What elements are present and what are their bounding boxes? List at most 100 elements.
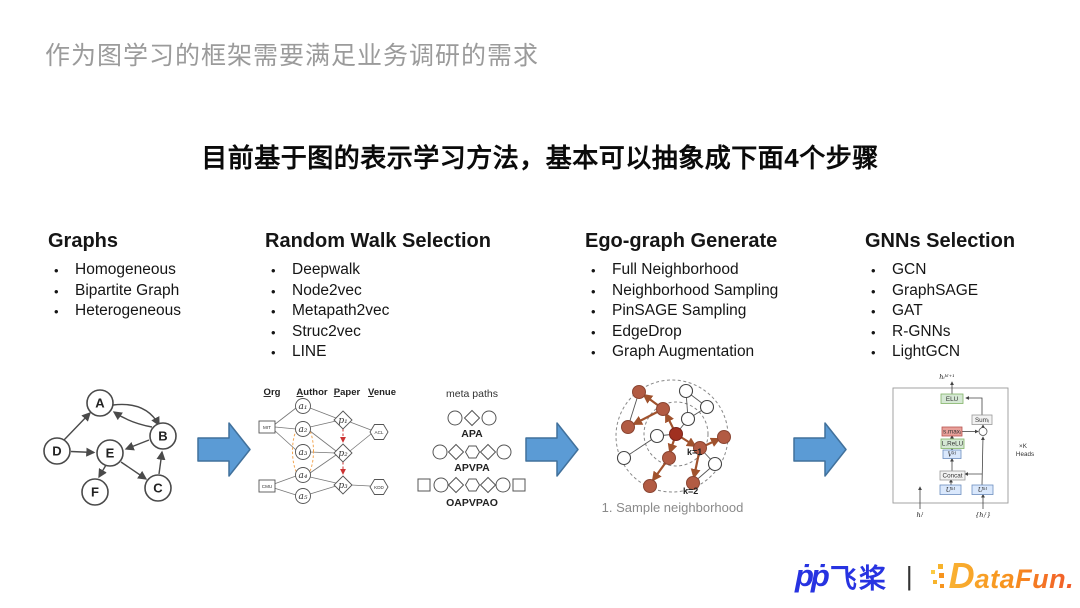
column-header: Random Walk Selection <box>265 230 491 252</box>
list-item: Metapath2vec <box>265 301 491 322</box>
meta-path-label: APA <box>461 428 483 440</box>
svg-text:Paper: Paper <box>334 387 361 398</box>
meta-paths-title: meta paths <box>446 388 498 400</box>
list-item: PinSAGE Sampling <box>585 301 778 322</box>
metapath-diagram: Org Author Paper Venue MIT CMU <box>258 387 396 504</box>
svg-text:Uᵏˡ: Uᵏˡ <box>978 486 988 494</box>
graph-node-label: D <box>52 444 61 459</box>
svg-text:p₃: p₃ <box>338 481 348 491</box>
meta-path-label: OAPVPAO <box>446 497 498 509</box>
bullet-list: GCN GraphSAGE GAT R-GNNs LightGCN <box>865 260 1015 363</box>
flow-arrow-icon <box>793 422 847 477</box>
svg-text:a₅: a₅ <box>299 492 308 502</box>
column-graphs: Graphs Homogeneous Bipartite Graph Heter… <box>48 230 181 322</box>
graph-node-label: E <box>106 446 115 461</box>
svg-text:Heads: Heads <box>1016 451 1034 458</box>
ego-nodes <box>616 383 731 493</box>
list-item: Graph Augmentation <box>585 342 778 363</box>
list-item: Homogeneous <box>48 260 181 281</box>
graph-node-label: C <box>153 481 163 496</box>
svg-text:ACL: ACL <box>375 430 384 435</box>
svg-text:Org: Org <box>264 387 281 398</box>
list-item: LINE <box>265 342 491 363</box>
svg-text:Concat: Concat <box>943 473 963 480</box>
svg-text:MIT: MIT <box>263 425 271 430</box>
metapath-edges <box>273 407 372 496</box>
ego-k1-label: k=1 <box>687 447 702 457</box>
list-item: Bipartite Graph <box>48 281 181 301</box>
svg-text:a₂: a₂ <box>299 425 308 435</box>
gnn-outer-box <box>892 387 1009 504</box>
graph-node-label: B <box>158 429 167 444</box>
paddlepaddle-logo-text: 飞桨 <box>829 563 888 594</box>
logo-separator: | <box>905 560 913 591</box>
metapath-column-headers: Org Author Paper Venue <box>264 387 396 398</box>
column-header: GNNs Selection <box>865 230 1016 252</box>
gnn-heads-label: ×K <box>1019 443 1028 450</box>
list-item: EdgeDrop <box>585 322 778 342</box>
svg-text:Venue: Venue <box>368 387 396 398</box>
list-item: Full Neighborhood <box>585 260 778 281</box>
list-item: R-GNNs <box>865 322 1015 342</box>
graph-nodes: A B C D E F <box>43 389 177 506</box>
svg-text:p₂: p₂ <box>338 449 348 459</box>
slide-title: 作为图学习的框架需要满足业务调研的需求 <box>45 42 540 70</box>
datafun-logo-text: DataFun. <box>948 555 1075 596</box>
svg-text:s.maxⱼ: s.maxⱼ <box>943 429 961 436</box>
gnn-architecture-diagram: hᵢᵏˡ⁺¹ ELU Sumⱼ s.maxⱼ L.ReLU Vᵏˡ Concat… <box>892 373 1034 519</box>
bullet-list: Deepwalk Node2vec Metapath2vec Struc2vec… <box>265 260 491 363</box>
list-item: Deepwalk <box>265 260 491 281</box>
list-item: LightGCN <box>865 342 1015 363</box>
svg-text:a₃: a₃ <box>299 448 308 458</box>
ego-caption: 1. Sample neighborhood <box>601 500 744 515</box>
svg-text:p₁: p₁ <box>338 416 347 426</box>
paddlepaddle-logo-icon: ṗṗ <box>795 558 830 593</box>
svg-text:a₁: a₁ <box>299 402 308 412</box>
flow-arrow-icon <box>525 422 579 477</box>
footer-logos: ṗṗ 飞桨 | DataFun. <box>795 551 1074 601</box>
gnn-input-right: {hⱼˡ} <box>975 511 991 519</box>
svg-text:Author: Author <box>296 387 327 398</box>
meta-paths-panel: meta paths APA APVPA OAPVPAO <box>417 388 526 509</box>
metapath-venue-nodes: ACL KDD <box>369 424 389 495</box>
svg-text:a₄: a₄ <box>299 471 308 481</box>
datafun-dots-icon <box>929 560 948 592</box>
bullet-list: Homogeneous Bipartite Graph Heterogeneou… <box>48 260 181 322</box>
ego-graph-diagram: k=1 k=2 <box>615 379 731 496</box>
gnn-input-left: hᵢˡ <box>916 511 923 519</box>
list-item: GraphSAGE <box>865 281 1015 301</box>
column-gnns: GNNs Selection GCN GraphSAGE GAT R-GNNs … <box>865 230 1015 363</box>
metapath-paper-nodes: p₁ p₂ p₃ <box>333 410 353 495</box>
metapath-author-nodes: a₁ a₂ a₃ a₄ a₅ <box>295 398 311 504</box>
svg-text:KDD: KDD <box>374 485 384 490</box>
gnn-output-label: hᵢᵏˡ⁺¹ <box>939 373 954 381</box>
ego-k1-circle <box>643 401 709 467</box>
gnn-blocks <box>939 393 994 495</box>
gnn-block-labels: hᵢᵏˡ⁺¹ ELU Sumⱼ s.maxⱼ L.ReLU Vᵏˡ Concat… <box>916 373 1034 519</box>
column-random-walk: Random Walk Selection Deepwalk Node2vec … <box>265 230 491 363</box>
list-item: Node2vec <box>265 281 491 301</box>
graph-diagram: A B C D E F <box>43 389 177 506</box>
list-item: GAT <box>865 301 1015 322</box>
svg-text:Uᵏˡ: Uᵏˡ <box>946 486 956 494</box>
column-ego-graph: Ego-graph Generate Full Neighborhood Nei… <box>585 230 778 363</box>
meta-path-oapvpao-shapes <box>417 476 526 494</box>
ego-k2-label: k=2 <box>683 486 698 496</box>
column-header: Graphs <box>48 230 119 252</box>
main-heading: 目前基于图的表示学习方法，基本可以抽象成下面4个步骤 <box>201 143 879 173</box>
column-header: Ego-graph Generate <box>585 230 778 252</box>
meta-path-apvpa-shapes <box>432 443 512 461</box>
ego-center-node <box>669 427 683 441</box>
svg-text:ELU: ELU <box>946 396 959 403</box>
meta-path-label: APVPA <box>454 462 490 474</box>
graph-edges <box>63 403 166 480</box>
svg-text:CMU: CMU <box>262 484 272 489</box>
flow-arrow-icon <box>197 422 251 477</box>
graph-node-label: F <box>91 485 99 500</box>
metapath-org-nodes: MIT CMU <box>258 420 276 493</box>
list-item: Neighborhood Sampling <box>585 281 778 301</box>
graph-node-label: A <box>95 396 105 411</box>
svg-text:L.ReLU: L.ReLU <box>942 441 964 448</box>
svg-text:Sumⱼ: Sumⱼ <box>975 417 989 424</box>
